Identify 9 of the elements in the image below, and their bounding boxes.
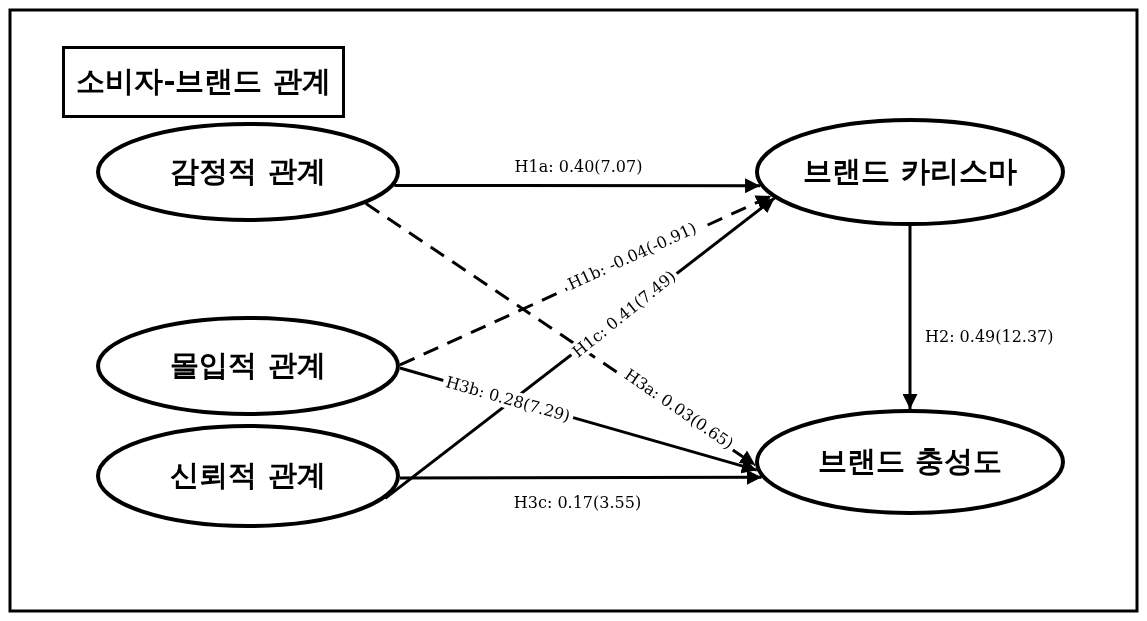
construct-ellipse: 신뢰적 관계	[96, 424, 400, 528]
construct-ellipse: 감정적 관계	[96, 122, 400, 222]
construct-ellipse: 브랜드 충성도	[755, 409, 1065, 515]
construct-ellipse: 몰입적 관계	[96, 316, 400, 416]
arrow	[394, 178, 761, 194]
arrow	[399, 469, 762, 485]
title-box: 소비자-브랜드 관계	[62, 46, 345, 118]
arrow	[902, 226, 918, 409]
construct-ellipse: 브랜드 카리스마	[755, 118, 1065, 226]
